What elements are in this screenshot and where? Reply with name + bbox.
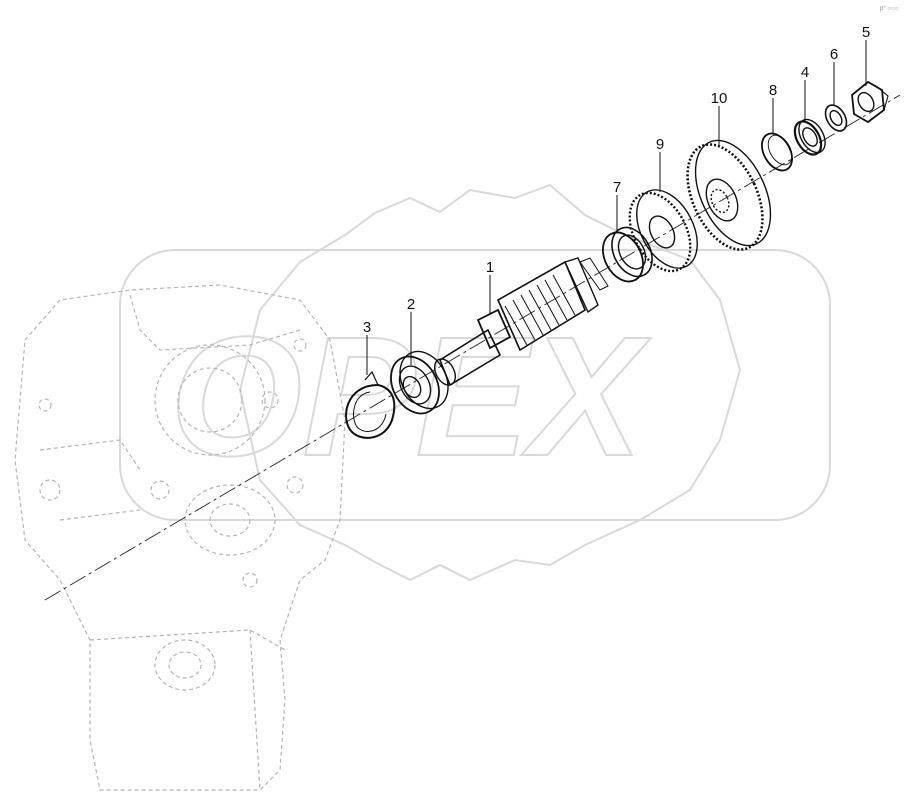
nut-part (851, 80, 889, 124)
housing-bore-large (154, 344, 266, 456)
watermark-gear-icon (238, 183, 742, 582)
callout-9: 9 (656, 136, 664, 153)
callouts: 1 2 3 4 5 6 7 8 9 10 (363, 24, 870, 336)
housing-bolt-hole (293, 338, 307, 352)
corner-note: p° ○○○ (880, 6, 899, 12)
callout-1: 1 (486, 259, 494, 276)
snap-ring-part (345, 370, 396, 439)
bearing-ring-part (793, 118, 826, 156)
circlip-part (761, 132, 793, 172)
housing-bolt-hole (242, 572, 258, 588)
housing-inner-wall (129, 294, 301, 351)
callout-4: 4 (801, 64, 809, 81)
leader-lines (366, 40, 867, 375)
housing-side-boss (184, 484, 276, 556)
callout-5: 5 (862, 24, 870, 41)
callout-6: 6 (830, 46, 838, 63)
callout-8: 8 (769, 82, 777, 99)
housing-outline (14, 284, 346, 791)
housing-side-boss-inner (209, 503, 251, 537)
callout-2: 2 (407, 296, 415, 313)
housing-bore-inner (177, 367, 243, 433)
callout-7: 7 (613, 179, 621, 196)
bearing-race-part (602, 226, 653, 283)
housing-rib (39, 439, 141, 521)
callout-10: 10 (711, 90, 728, 107)
small-gear-part (628, 189, 698, 273)
housing-lower-bore (154, 639, 216, 691)
housing-lower-block (89, 629, 286, 791)
callout-3: 3 (363, 319, 371, 336)
housing-bolt-hole (261, 391, 279, 409)
large-gear-part (686, 139, 772, 251)
housing-bolt-hole (150, 480, 170, 500)
watermark-frame (119, 249, 831, 521)
housing-lower-bore-inner (168, 651, 202, 679)
housing-bolt-hole (286, 476, 304, 494)
housing-bolt-hole (39, 479, 61, 501)
washer-part (824, 104, 848, 132)
ghost-housing (14, 284, 346, 791)
spline-shaft-part (433, 257, 609, 387)
housing-bolt-hole (38, 398, 52, 412)
axis-centerline (44, 94, 901, 601)
